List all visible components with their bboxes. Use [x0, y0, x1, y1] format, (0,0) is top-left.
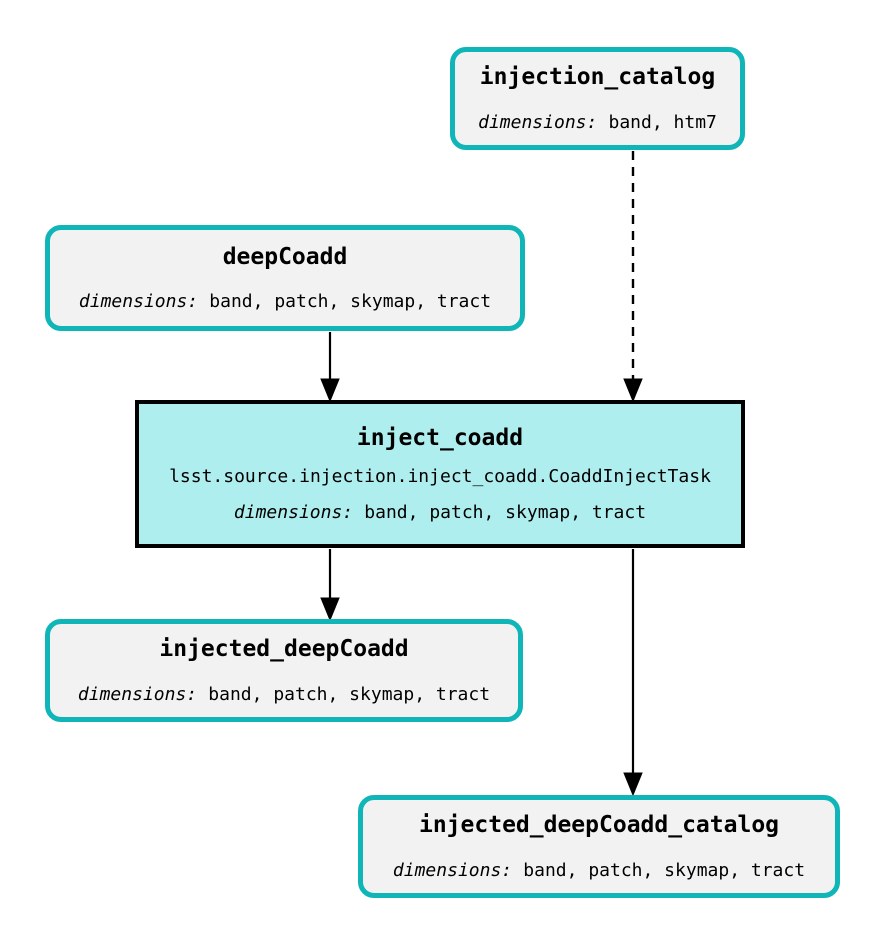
node-title: injected_deepCoadd_catalog — [418, 812, 780, 839]
node-deepCoadd: deepCoadd dimensions: band, patch, skymap… — [45, 225, 525, 331]
node-title: injected_deepCoadd — [159, 636, 409, 663]
node-title: deepCoadd — [222, 243, 348, 270]
dimensions-label: dimensions: — [78, 291, 199, 313]
dimensions-value: band, patch, skymap, tract — [523, 859, 806, 881]
edge-inject_coadd-to-injected_deepCoadd_catalog — [623, 549, 643, 797]
dimensions-value: band, patch, skymap, tract — [208, 683, 491, 705]
task-class-path: lsst.source.injection.inject_coadd.Coadd… — [169, 466, 711, 488]
edge-deepCoadd-to-inject_coadd — [320, 332, 340, 403]
node-dimensions: dimensions: band, htm7 — [478, 111, 717, 133]
node-dimensions: dimensions: band, patch, skymap, tract — [234, 503, 646, 523]
dimensions-label: dimensions: — [478, 111, 598, 133]
dimensions-value: band, patch, skymap, tract — [209, 291, 492, 313]
node-inject_coadd-task: inject_coadd lsst.source.injection.injec… — [135, 400, 745, 548]
node-title: injection_catalog — [479, 64, 716, 91]
node-injected_deepCoadd_catalog: injected_deepCoadd_catalog dimensions: ba… — [358, 795, 840, 898]
edge-injection_catalog-to-inject_coadd — [623, 151, 643, 403]
node-title: inject_coadd — [356, 424, 524, 451]
node-injection-catalog: injection_catalog dimensions: band, htm7 — [450, 47, 745, 150]
node-dimensions: dimensions: band, patch, skymap, tract — [79, 292, 491, 312]
dimensions-label: dimensions: — [233, 502, 354, 524]
dimensions-label: dimensions: — [77, 683, 198, 705]
dimensions-label: dimensions: — [392, 859, 513, 881]
node-dimensions: dimensions: band, patch, skymap, tract — [77, 683, 491, 705]
dimensions-value: band, htm7 — [608, 111, 717, 133]
dimensions-value: band, patch, skymap, tract — [364, 502, 647, 524]
node-injected_deepCoadd: injected_deepCoadd dimensions: band, patc… — [45, 619, 523, 722]
node-dimensions: dimensions: band, patch, skymap, tract — [392, 859, 806, 881]
edge-inject_coadd-to-injected_deepCoadd — [320, 549, 340, 622]
